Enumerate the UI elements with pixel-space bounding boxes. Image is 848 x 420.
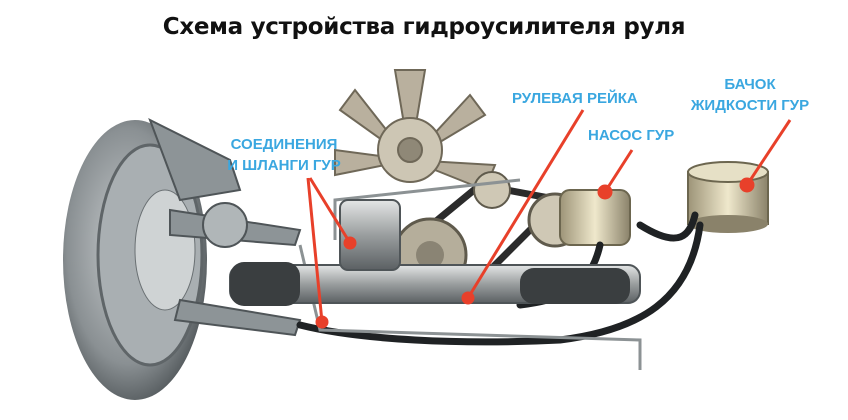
pointer-rack: [466, 109, 585, 299]
label-reservoir-line1: БАЧОК: [724, 76, 776, 93]
label-hoses-line1: СОЕДИНЕНИЯ: [230, 136, 338, 153]
pointer-pump: [603, 149, 634, 193]
fluid-reservoir: [687, 161, 769, 233]
pointer-hoses-a: [308, 177, 352, 244]
pointer-reservoir: [745, 119, 792, 186]
label-pump: НАСОС ГУР: [588, 127, 675, 144]
power-steering-pump: [559, 189, 631, 246]
diagram-title: Схема устройства гидроусилителя руля: [162, 14, 686, 40]
suspension: [148, 117, 302, 337]
label-reservoir: БАЧОК ЖИДКОСТИ ГУР: [686, 74, 814, 116]
label-reservoir-line2: ЖИДКОСТИ ГУР: [690, 97, 810, 114]
engine-fan: [334, 69, 497, 192]
steering-rack: [229, 199, 641, 306]
label-hoses: СОЕДИНЕНИЯ И ШЛАНГИ ГУР: [222, 134, 346, 176]
pointer-hoses-b: [306, 177, 324, 323]
pointer-lines: [306, 109, 792, 329]
label-hoses-line2: И ШЛАНГИ ГУР: [227, 157, 341, 174]
label-rack: РУЛЕВАЯ РЕЙКА: [512, 90, 638, 107]
